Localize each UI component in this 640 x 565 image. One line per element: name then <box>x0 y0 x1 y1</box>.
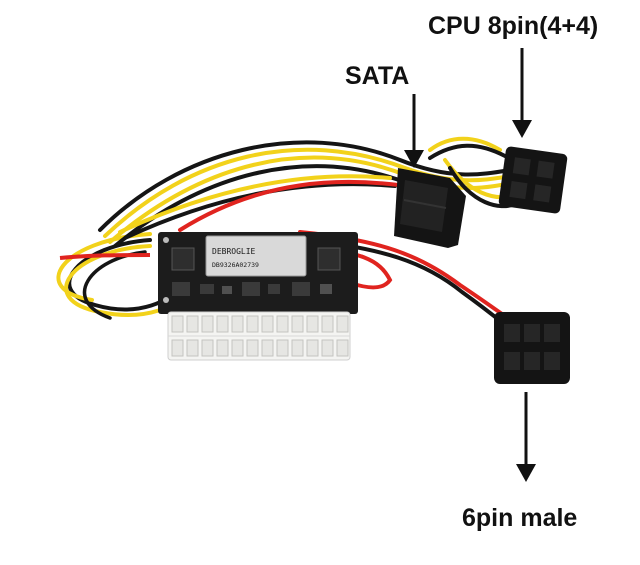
header-pin-slot <box>306 315 319 333</box>
header-pin-slot <box>246 339 259 357</box>
arrow-cpu <box>512 48 532 138</box>
header-pin-slot <box>291 339 304 357</box>
header-pin-slot <box>336 339 349 357</box>
header-pin-slot <box>246 315 259 333</box>
header-pin-slot <box>261 315 274 333</box>
header-pin-slot <box>336 315 349 333</box>
six-pin-label: 6pin male <box>462 504 578 532</box>
six-pin-connector <box>494 312 570 384</box>
header-pin-slot <box>186 315 199 333</box>
header-pin-slot <box>216 339 229 357</box>
header-pin-slot <box>231 315 244 333</box>
header-pin-slot <box>321 339 334 357</box>
arrow-6pin <box>516 392 536 482</box>
header-pin-slot <box>276 315 289 333</box>
cable-bundle-back <box>56 136 517 320</box>
header-pin-slot <box>216 315 229 333</box>
sata-connector <box>394 168 466 248</box>
header-pin-slot <box>201 339 214 357</box>
header-pin-slot <box>201 315 214 333</box>
header-pin-slot <box>261 339 274 357</box>
header-pin-slot <box>231 339 244 357</box>
header-pin-slot <box>291 315 304 333</box>
header-pin-slot <box>321 315 334 333</box>
module-serial: DB9326A02739 <box>212 261 259 269</box>
atx-24pin-header <box>167 311 351 361</box>
sata-label: SATA <box>345 62 410 90</box>
cable-red-left <box>59 253 151 260</box>
psu-module <box>158 232 358 314</box>
header-pin-slot <box>186 339 199 357</box>
header-pin-slot <box>276 339 289 357</box>
module-brand: DEBROGLIE <box>212 247 256 256</box>
header-pin-slot <box>171 339 184 357</box>
cpu-8pin-label: CPU 8pin(4+4) <box>428 12 599 40</box>
arrow-sata <box>404 94 424 168</box>
cpu-8pin-connector <box>498 146 568 214</box>
header-pin-slot <box>306 339 319 357</box>
header-pin-slot <box>171 315 184 333</box>
